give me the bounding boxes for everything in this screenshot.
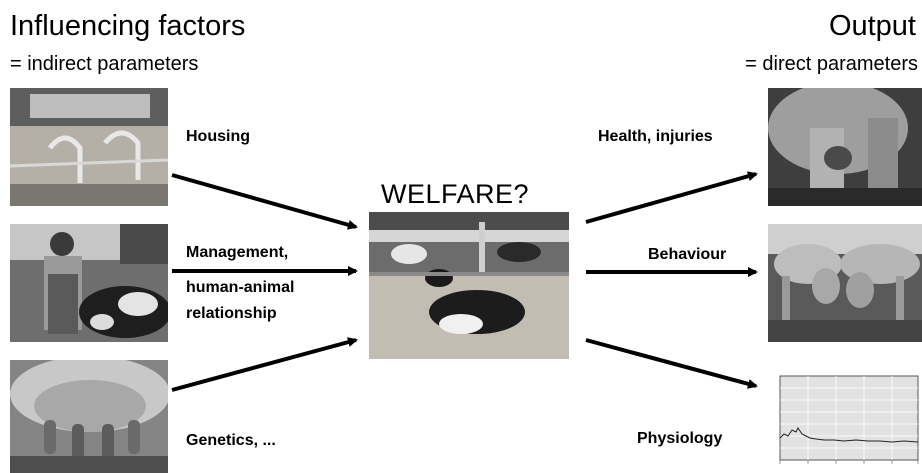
arrow-housing-to-welfare	[171, 173, 358, 230]
housing-photo	[10, 88, 168, 206]
right-header-title: Output	[828, 10, 916, 42]
arrow-welfare-to-health	[585, 171, 758, 224]
left-header-title: Influencing factors	[10, 10, 246, 42]
genetics-photo	[10, 360, 168, 473]
welfare-photo	[369, 212, 569, 359]
management-photo	[10, 224, 168, 342]
input-label-management-line2: human-animal	[186, 279, 295, 296]
input-label-housing: Housing	[186, 128, 250, 145]
input-label-management-line3: relationship	[186, 305, 277, 322]
health-photo	[768, 88, 922, 206]
input-label-management-line1: Management,	[186, 244, 289, 261]
center-title: WELFARE?	[381, 179, 530, 209]
physiology-chart	[768, 368, 922, 473]
input-label-genetics: Genetics, ...	[186, 432, 276, 449]
arrow-genetics-to-welfare	[171, 337, 358, 392]
output-label-health: Health, injuries	[598, 128, 713, 145]
arrow-welfare-to-physiology	[585, 338, 758, 389]
output-label-behaviour: Behaviour	[648, 246, 727, 263]
output-label-physiology: Physiology	[637, 430, 723, 447]
right-header-subtitle: = direct parameters	[745, 53, 918, 75]
left-header-subtitle: = indirect parameters	[10, 53, 199, 75]
behaviour-photo	[768, 224, 922, 342]
